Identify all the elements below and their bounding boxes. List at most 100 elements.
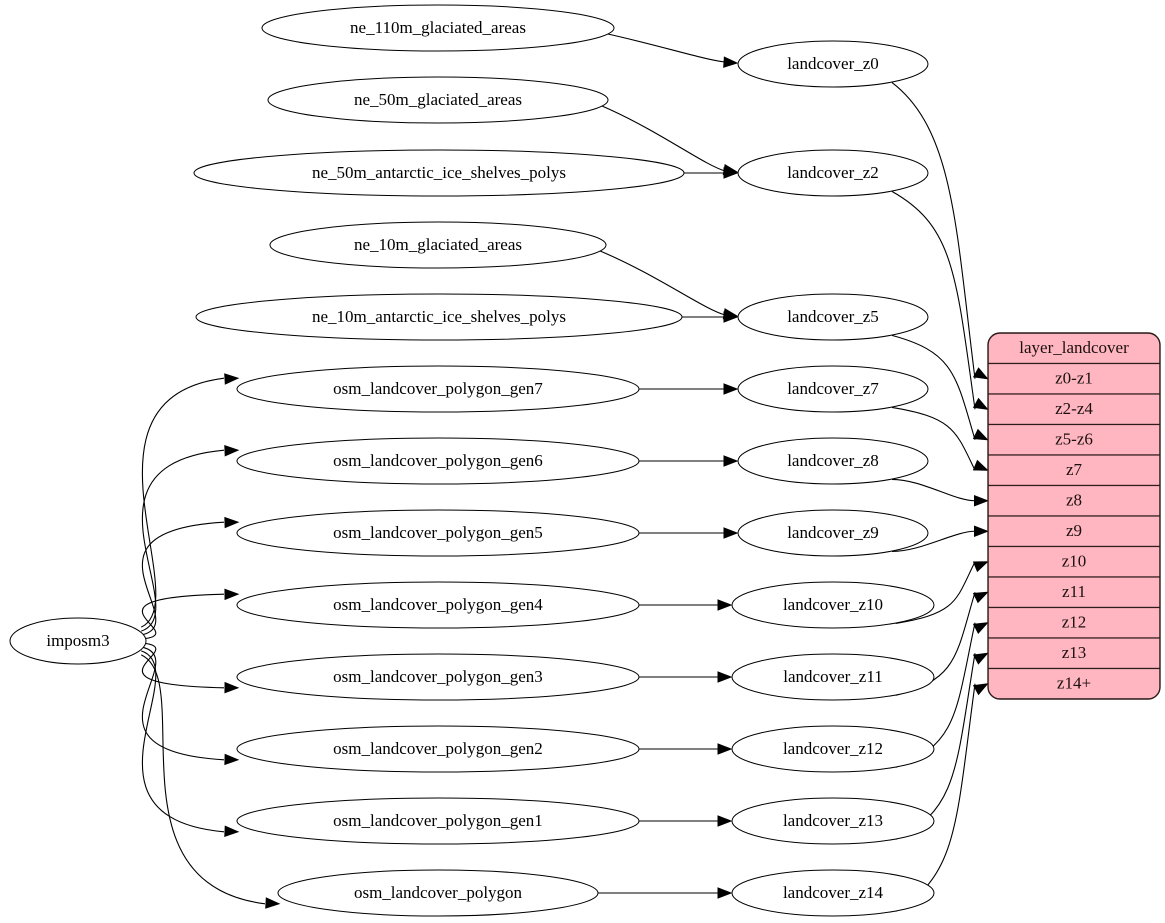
node-label-osm_landcover_polygon_gen7: osm_landcover_polygon_gen7 [333, 379, 543, 398]
edge-ne_110m_glaciated_areas-to-landcover_z0 [607, 33, 726, 63]
node-landcover_z10[interactable]: landcover_z10 [731, 581, 935, 629]
node-osm_landcover_polygon_gen7[interactable]: osm_landcover_polygon_gen7 [236, 365, 640, 413]
table-row-z0-z1[interactable] [988, 362, 1160, 395]
node-shape-landcover_z11 [731, 653, 935, 701]
table-row-label-z13: z13 [1062, 643, 1087, 662]
node-osm_landcover_polygon_gen4[interactable]: osm_landcover_polygon_gen4 [236, 581, 640, 629]
edge-imposm3-to-osm_landcover_polygon_gen6 [141, 449, 225, 632]
node-landcover_z9[interactable]: landcover_z9 [737, 509, 929, 557]
table-row-z12[interactable] [988, 606, 1160, 639]
node-landcover_z13[interactable]: landcover_z13 [731, 797, 935, 845]
layer-landcover-table: layer_landcoverz0-z1z2-z4z5-z6z7z8z9z10z… [987, 332, 1161, 700]
node-osm_landcover_polygon_gen6[interactable]: osm_landcover_polygon_gen6 [236, 437, 640, 485]
edge-landcover_z9-to-z9-arrow [974, 525, 989, 537]
edge-imposm3-to-osm_landcover_polygon_gen7-arrow [224, 373, 240, 385]
node-label-landcover_z0: landcover_z0 [787, 54, 879, 73]
node-osm_landcover_polygon_gen1[interactable]: osm_landcover_polygon_gen1 [236, 797, 640, 845]
node-shape-osm_landcover_polygon_gen2 [236, 725, 640, 773]
node-label-landcover_z12: landcover_z12 [783, 739, 883, 758]
edge-imposm3-to-osm_landcover_polygon_gen2-arrow [224, 753, 240, 766]
edge-imposm3-to-osm_landcover_polygon_gen2 [141, 646, 225, 761]
table-row-z2-z4[interactable] [988, 393, 1160, 426]
node-shape-osm_landcover_polygon_gen3 [236, 653, 640, 701]
edge-ne_50m_antarctic_ice_shelves_polys-to-landcover_z2-arrow [723, 167, 739, 179]
node-landcover_z5[interactable]: landcover_z5 [737, 293, 929, 341]
edge-imposm3-to-osm_landcover_polygon_gen1-arrow [224, 825, 240, 837]
node-shape-landcover_z8 [737, 437, 929, 485]
edge-imposm3-to-osm_landcover_polygon_gen3 [141, 642, 225, 689]
node-label-osm_landcover_polygon_gen3: osm_landcover_polygon_gen3 [333, 667, 543, 686]
edge-landcover_z9-to-z9 [891, 530, 976, 552]
edge-landcover_z0-to-z0-z1-arrow [972, 367, 989, 380]
node-landcover_z2[interactable]: landcover_z2 [737, 149, 929, 197]
table-row-z9[interactable] [988, 515, 1160, 548]
node-shape-osm_landcover_polygon_gen4 [236, 581, 640, 629]
node-landcover_z12[interactable]: landcover_z12 [731, 725, 935, 773]
node-shape-ne_10m_glaciated_areas [269, 221, 607, 269]
node-ne_10m_glaciated_areas[interactable]: ne_10m_glaciated_areas [269, 221, 607, 269]
edge-landcover_z10-to-z10-arrow [972, 561, 989, 573]
node-osm_landcover_polygon_gen2[interactable]: osm_landcover_polygon_gen2 [236, 725, 640, 773]
node-landcover_z8[interactable]: landcover_z8 [737, 437, 929, 485]
edge-ne_10m_glaciated_areas-to-landcover_z5 [599, 250, 726, 316]
edge-osm_landcover_polygon_gen5-to-landcover_z9-arrow [723, 527, 739, 539]
node-label-ne_50m_glaciated_areas: ne_50m_glaciated_areas [354, 90, 522, 109]
table-row-label-z8: z8 [1066, 491, 1082, 510]
edge-osm_landcover_polygon_gen6-to-landcover_z8-arrow [723, 455, 739, 467]
node-shape-osm_landcover_polygon_gen1 [236, 797, 640, 845]
node-osm_landcover_polygon_gen5[interactable]: osm_landcover_polygon_gen5 [236, 509, 640, 557]
table-outline [987, 332, 1161, 700]
edge-landcover_z10-to-z10 [895, 561, 976, 624]
node-ne_110m_glaciated_areas[interactable]: ne_110m_glaciated_areas [261, 4, 615, 52]
edge-landcover_z8-to-z8 [891, 478, 976, 502]
edge-ne_50m_glaciated_areas-to-landcover_z2 [601, 105, 726, 172]
edge-imposm3-to-osm_landcover_polygon_gen3-arrow [224, 681, 240, 694]
node-ne_10m_antarctic_ice_shelves_polys[interactable]: ne_10m_antarctic_ice_shelves_polys [195, 293, 683, 341]
node-label-ne_110m_glaciated_areas: ne_110m_glaciated_areas [350, 18, 526, 37]
table-row-z5-z6[interactable] [988, 423, 1160, 456]
edge-imposm3-to-osm_landcover_polygon [141, 654, 266, 905]
nodes-layer: imposm3 ne_110m_glaciated_areas ne_50m_gla… [9, 4, 935, 917]
node-shape-osm_landcover_polygon [277, 869, 599, 917]
table-row-label-z9: z9 [1066, 521, 1082, 540]
node-landcover_z7[interactable]: landcover_z7 [737, 365, 929, 413]
edge-ne_10m_antarctic_ice_shelves_polys-to-landcover_z5-arrow [723, 311, 739, 323]
edge-landcover_z5-to-z5-z6-arrow [972, 428, 989, 441]
node-osm_landcover_polygon_gen3[interactable]: osm_landcover_polygon_gen3 [236, 653, 640, 701]
edge-ne_110m_glaciated_areas-to-landcover_z0-arrow [723, 56, 739, 68]
node-shape-osm_landcover_polygon_gen5 [236, 509, 640, 557]
node-label-landcover_z7: landcover_z7 [787, 379, 879, 398]
node-landcover_z11[interactable]: landcover_z11 [731, 653, 935, 701]
node-label-ne_10m_glaciated_areas: ne_10m_glaciated_areas [354, 235, 522, 254]
edge-osm_landcover_polygon_gen7-to-landcover_z7-arrow [723, 383, 739, 395]
node-label-landcover_z11: landcover_z11 [783, 667, 882, 686]
node-label-osm_landcover_polygon_gen1: osm_landcover_polygon_gen1 [333, 811, 543, 830]
node-label-osm_landcover_polygon_gen5: osm_landcover_polygon_gen5 [333, 523, 543, 542]
node-shape-ne_110m_glaciated_areas [261, 4, 615, 52]
edge-landcover_z5-to-z5-z6 [891, 334, 976, 440]
node-landcover_z14[interactable]: landcover_z14 [731, 869, 935, 917]
table-layer_landcover[interactable]: layer_landcoverz0-z1z2-z4z5-z6z7z8z9z10z… [987, 332, 1161, 700]
table-row-label-z0-z1: z0-z1 [1055, 369, 1093, 388]
node-osm_landcover_polygon[interactable]: osm_landcover_polygon [277, 869, 599, 917]
edge-imposm3-to-osm_landcover_polygon_gen6-arrow [224, 445, 240, 457]
node-shape-ne_50m_antarctic_ice_shelves_polys [193, 149, 685, 197]
edges-layer [141, 33, 989, 912]
table-row-z14+[interactable] [988, 667, 1160, 700]
edge-landcover_z8-to-z8-arrow [974, 495, 989, 507]
node-shape-imposm3 [9, 617, 147, 665]
table-row-z8[interactable] [988, 484, 1160, 517]
table-row-label-z2-z4: z2-z4 [1055, 399, 1093, 418]
node-label-landcover_z13: landcover_z13 [783, 811, 883, 830]
node-landcover_z0[interactable]: landcover_z0 [737, 40, 929, 88]
table-row-z11[interactable] [988, 576, 1160, 609]
node-shape-landcover_z10 [731, 581, 935, 629]
node-label-osm_landcover_polygon_gen4: osm_landcover_polygon_gen4 [333, 595, 543, 614]
edge-landcover_z12-to-z12-arrow [972, 622, 989, 635]
node-ne_50m_glaciated_areas[interactable]: ne_50m_glaciated_areas [267, 76, 609, 124]
edge-imposm3-to-osm_landcover_polygon_gen1 [141, 650, 225, 833]
node-ne_50m_antarctic_ice_shelves_polys[interactable]: ne_50m_antarctic_ice_shelves_polys [193, 149, 685, 197]
node-imposm3[interactable]: imposm3 [9, 617, 147, 665]
node-shape-landcover_z9 [737, 509, 929, 557]
